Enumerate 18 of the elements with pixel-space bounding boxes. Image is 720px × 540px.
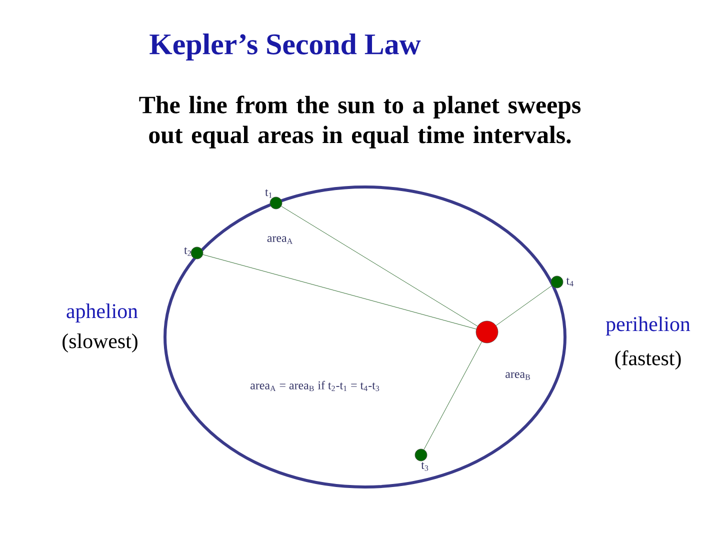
planet-dot [270,196,282,210]
radius-line [496,285,552,326]
planet-dot [550,276,564,288]
equation-note: area$_{A}$ = area$_{B}$ if t$_{2}$-t$_{1}$ = t$_{4}$-t$_{3}$ [250,380,380,392]
sun-dot [476,320,498,344]
radius-line [202,254,476,330]
time-label: t$_{2}$ [184,247,191,256]
planet-dot [190,246,204,260]
planet-dot [414,448,428,462]
time-label: t$_{1}$ [265,189,272,198]
time-label: t$_{3}$ [421,462,428,471]
radius-line [424,342,482,450]
speed-note: (slowest) [62,334,138,352]
title: Kepler’s Second Law [150,33,421,61]
radius-line [281,206,478,326]
speed-note: (fastest) [615,350,681,370]
subtitle: The line from the sun to a planet sweeps out equal areas in equal time intervals. [139,96,581,148]
time-label: t$_{4}$ [566,278,574,286]
